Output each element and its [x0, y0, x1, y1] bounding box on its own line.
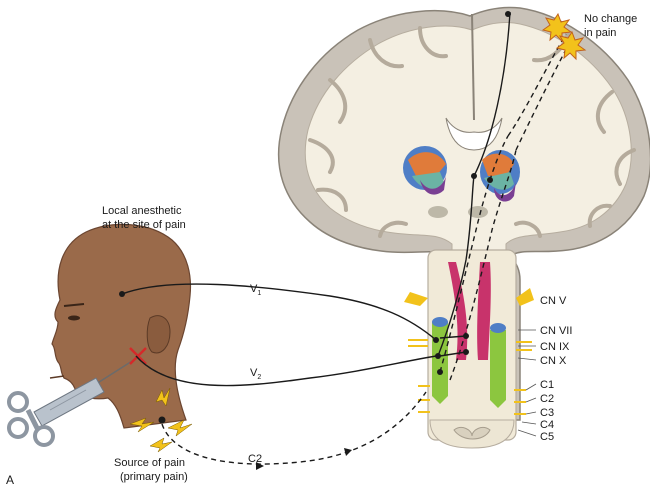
cn-x-label: CN X [540, 355, 567, 367]
injection-site-marker [129, 347, 147, 365]
c2-arrowheads [256, 448, 352, 470]
v2-pathway [135, 355, 437, 387]
longitudinal-fissure [471, 13, 475, 121]
cortical-projection [473, 11, 511, 177]
cn-v-label: CN V [540, 295, 567, 307]
v2-subscript: 2 [257, 374, 261, 381]
tract-red-right [477, 262, 491, 360]
pain-star-2 [555, 30, 587, 61]
cortical-pain-stars [541, 12, 587, 61]
cn-v-root-left [404, 292, 428, 306]
primary-pain-point [158, 416, 166, 424]
v1-subscript: 1 [257, 290, 261, 297]
synapse-dots [119, 11, 511, 375]
anesthetic-label-line2: at the site of pain [102, 219, 186, 231]
v1-main: V [250, 283, 258, 295]
left-basal-ganglia [403, 146, 448, 218]
cn-ix-label: CN IX [540, 341, 570, 353]
syringe-ring-2 [7, 417, 29, 439]
cranial-nerve-labels: CN V CN VII CN IX CN X [517, 295, 572, 367]
syringe-ring-3 [33, 425, 55, 447]
syringe-ring-1 [7, 391, 29, 413]
no-change-label-line1: No change [584, 13, 637, 25]
neck-pain-sparks [129, 387, 193, 453]
mouth [49, 375, 65, 379]
v2-main: V [250, 367, 258, 379]
c2-label: C2 [540, 393, 554, 405]
no-change-label-line2: in pain [584, 27, 616, 39]
v1-pathway [121, 283, 437, 341]
eyebrow [63, 303, 85, 307]
brainstem-spinal-cord [404, 249, 534, 449]
c5-label: C5 [540, 431, 554, 443]
ear [146, 315, 171, 354]
patient-head [49, 223, 193, 453]
c3-label: C3 [540, 407, 554, 419]
nucleus-blue-right [490, 323, 506, 333]
anesthetic-label-line1: Local anesthetic [102, 205, 182, 217]
syringe-barrel [33, 377, 105, 427]
source-label-line2: (primary pain) [120, 471, 188, 483]
cn-v-root-right [516, 288, 534, 306]
head-silhouette [51, 223, 192, 429]
c4-label: C4 [540, 419, 554, 431]
spinal-level-labels: C1 C2 C3 C4 C5 [517, 379, 554, 443]
c2-path-label: C2 [248, 453, 262, 465]
cn-vii-label: CN VII [540, 325, 572, 337]
ascending-pathway [437, 175, 475, 357]
c2-pathway [161, 391, 427, 465]
v2-label: V2 [250, 367, 261, 381]
nucleus-blue-left [432, 317, 448, 327]
v1-label: V1 [250, 283, 261, 297]
c1-label: C1 [540, 379, 554, 391]
tract-red-left [448, 262, 468, 360]
source-label-line1: Source of pain [114, 457, 185, 469]
syringe [7, 355, 141, 447]
pain-star-1 [541, 12, 573, 43]
panel-letter: A [6, 473, 14, 487]
nucleus-green-right [490, 330, 506, 408]
eye [68, 315, 80, 321]
nerve-pathways [121, 11, 511, 387]
